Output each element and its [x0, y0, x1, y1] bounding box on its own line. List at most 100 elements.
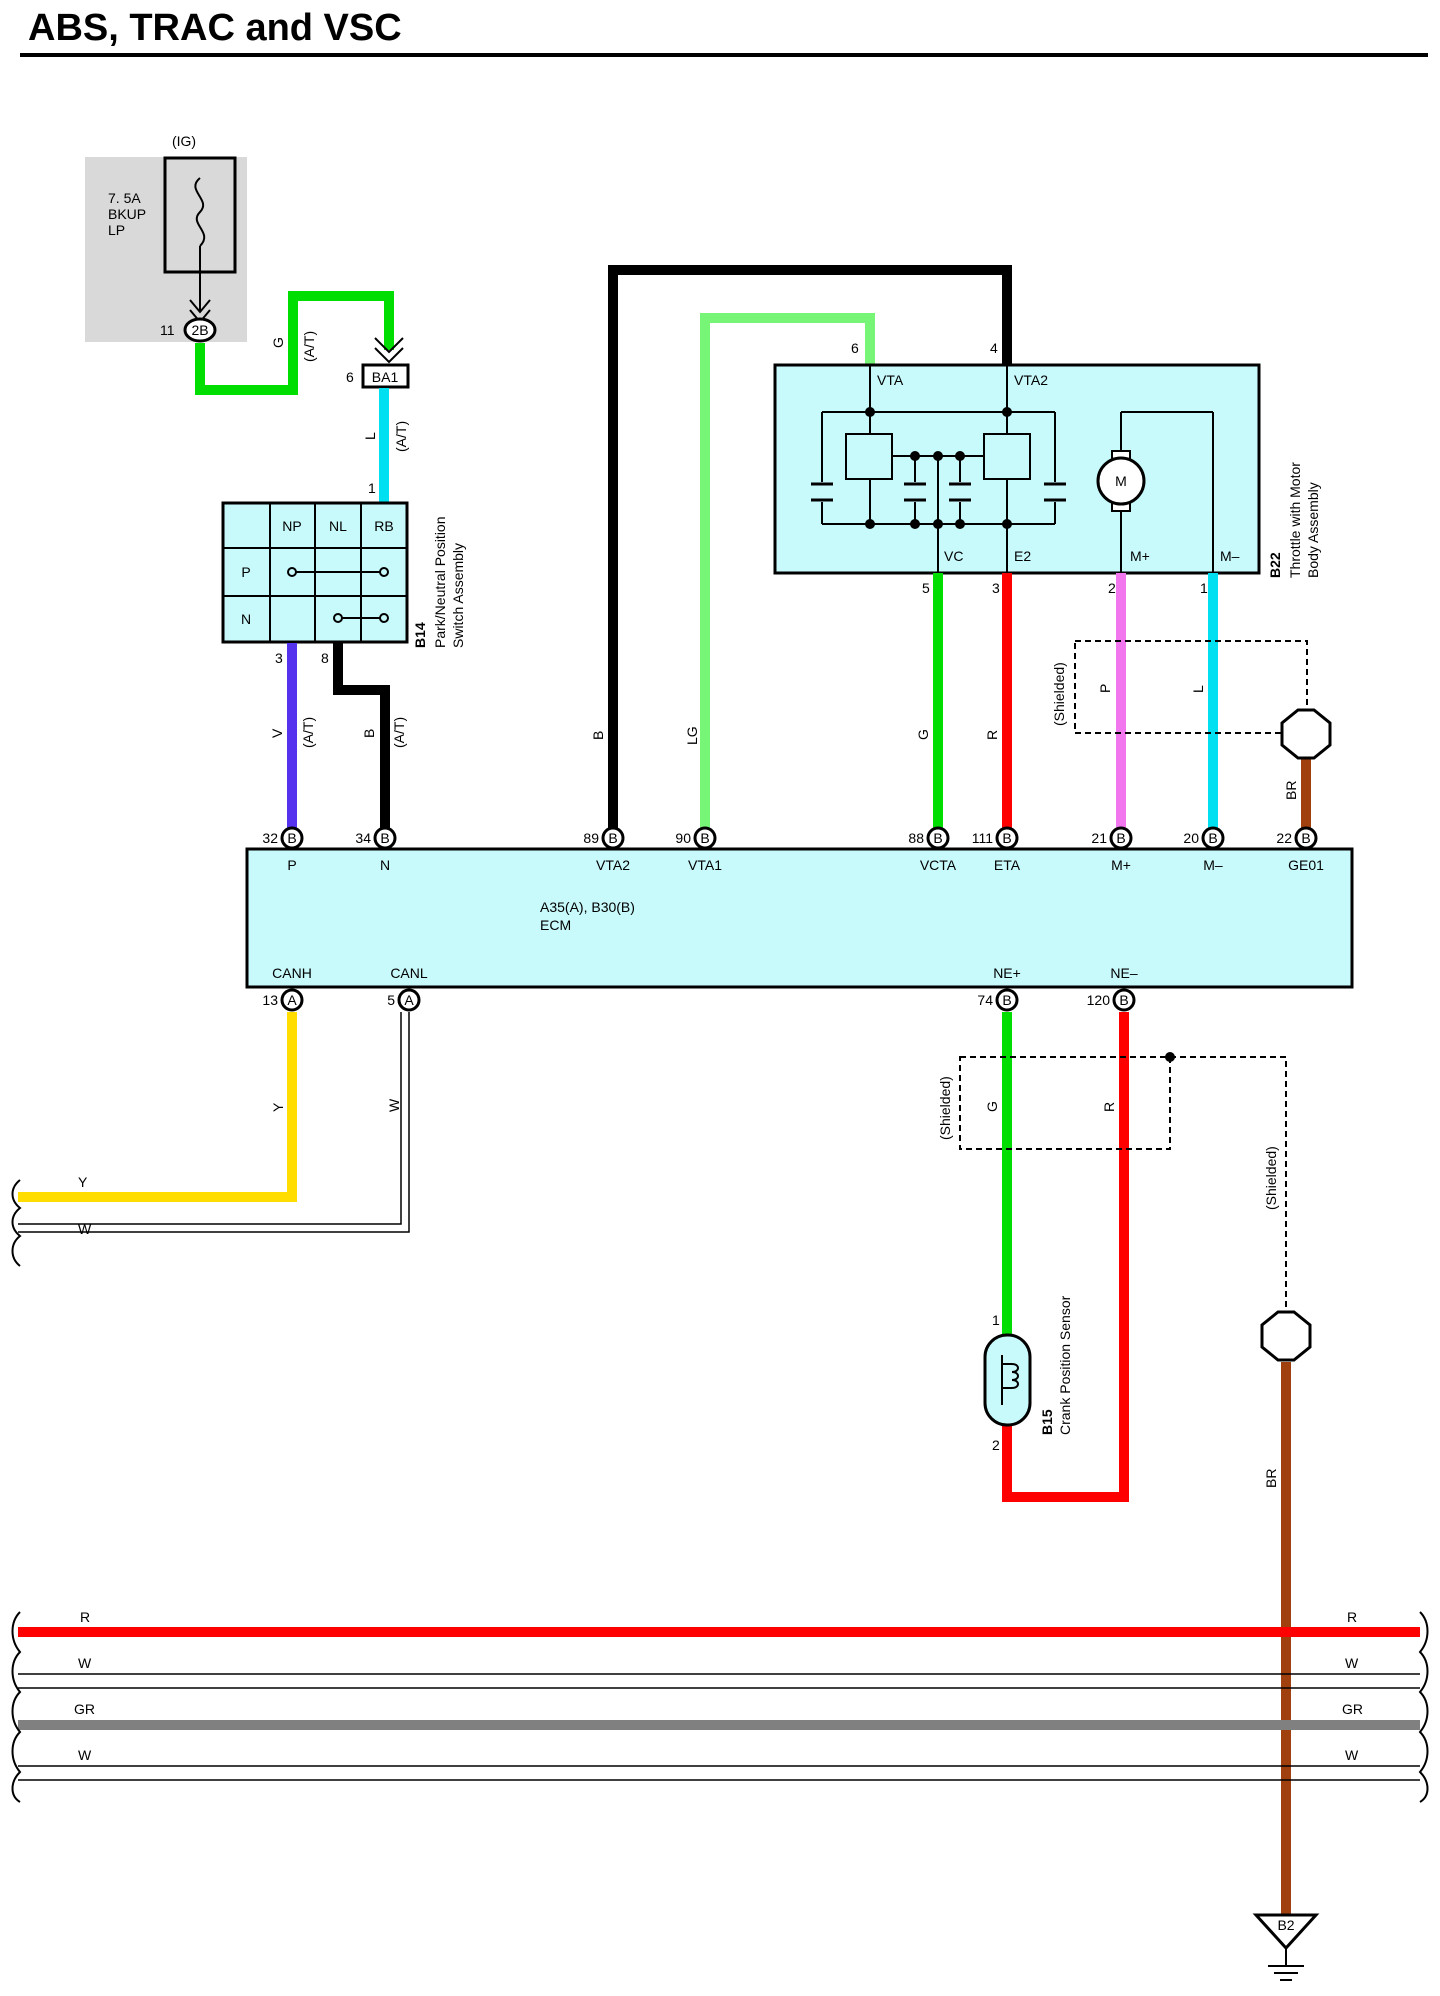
ecm-pin-number: 13 [262, 992, 278, 1008]
ecm-top-pin: B 32P [262, 826, 304, 873]
ecm-pin-connector: A [287, 992, 297, 1008]
ecm-pin-number: 32 [262, 830, 278, 846]
ecm-pin-number: 21 [1091, 830, 1107, 846]
wire-label-g-ne-plus: G [984, 1101, 1000, 1112]
switch-code: B14 [412, 622, 428, 648]
motor-shield-label: (Shielded) [1051, 662, 1067, 726]
junction-connector [361, 363, 410, 389]
junction-connector-id: BA1 [372, 369, 399, 385]
ecm-pin-connector: B [933, 830, 942, 846]
wire-label-g-vc: G [915, 729, 931, 740]
ecm-top-pins: B32PB34NB89VTA2B90VTA1B88VCTAB111ETAB21M… [262, 826, 1324, 873]
ecm-pin-connector: B [608, 830, 617, 846]
wire-break-mark-icon [11, 1179, 22, 1267]
ecm-pin-marker [995, 988, 1019, 1012]
throttle-position-sensor-circuit-icon [811, 365, 1066, 573]
wire-green-fuse-to-junction [195, 291, 394, 395]
ecm-pin-label: VTA2 [596, 857, 630, 873]
drain-shield-label: (Shielded) [1263, 1146, 1279, 1210]
throttle-pin-vc: 5 [922, 580, 930, 596]
crank-sensor-name: Crank Position Sensor [1057, 1295, 1073, 1435]
bus-label-w1-right: W [1345, 1655, 1359, 1671]
wire-label-at-b: (A/T) [391, 717, 407, 748]
junction-pin-number: 6 [346, 369, 354, 385]
switch-contact-p-icon [287, 567, 389, 577]
wire-label-v: V [269, 728, 285, 738]
ecm-pin-marker [1112, 988, 1136, 1012]
ecm-pin-number: 5 [387, 992, 395, 1008]
wire-black-vta2 [608, 265, 1012, 828]
ecm-pin-marker [1294, 826, 1318, 850]
wire-label-br-ge01: BR [1283, 781, 1299, 800]
ecm-pin-marker [995, 826, 1019, 850]
bus-label-w1-left: W [78, 1655, 92, 1671]
wire-light-green-vta [700, 313, 875, 828]
switch-column-np: NP [282, 518, 301, 534]
bus-label-gr-right: GR [1342, 1701, 1363, 1717]
shield-junction-dot [1165, 1052, 1175, 1062]
fuse-supply-label: (IG) [172, 133, 196, 149]
ground-connector-id: B2 [1277, 1917, 1294, 1933]
crank-pin-top: 1 [992, 1312, 1000, 1328]
ecm-pin-connector: B [1301, 830, 1310, 846]
switch-column-nl: NL [329, 518, 347, 534]
ecm-pin-label: N [380, 857, 390, 873]
motor-icon [1096, 456, 1146, 506]
ecm-pin-marker [280, 988, 304, 1012]
wire-label-w-vertical: W [386, 1098, 402, 1112]
ecm-pin-number: 20 [1183, 830, 1199, 846]
ecm-pin-label: M– [1203, 857, 1223, 873]
ecm-pin-marker [397, 988, 421, 1012]
shield-ground-octagon-icon-2 [1260, 1310, 1312, 1362]
throttle-terminal-m-plus: M+ [1130, 548, 1150, 564]
switch-name-line-2: Switch Assembly [450, 543, 466, 648]
wire-label-g-fuse: G [270, 337, 286, 348]
fuse-name-line-3: LP [108, 222, 125, 238]
junction-chevron-icon [374, 337, 404, 364]
ecm-pin-number: 34 [355, 830, 371, 846]
fuse-name-line-1: 7. 5A [108, 190, 141, 206]
throttle-body [773, 363, 1261, 575]
bus-label-r-right: R [1347, 1609, 1357, 1625]
ecm-connectors: A35(A), B30(B) [540, 899, 635, 915]
ecm-top-pin: B 20M– [1183, 826, 1225, 873]
throttle-terminal-e2: E2 [1014, 548, 1031, 564]
ecm-pin-number: 120 [1087, 992, 1111, 1008]
ecm-body [245, 847, 1354, 989]
ecm-pin-label: CANH [272, 965, 312, 981]
ecm-pin-connector: B [1002, 830, 1011, 846]
switch-pin-top: 1 [368, 480, 376, 496]
ecm-pin-marker [1201, 826, 1225, 850]
bus-break-mark-left-icon [11, 1611, 22, 1803]
ecm-pin-number: 89 [583, 830, 599, 846]
ecm-pin-marker [693, 826, 717, 850]
throttle-terminal-vta: VTA [877, 372, 904, 388]
ecm-pin-connector: A [404, 992, 414, 1008]
wire-label-r-e2: R [984, 730, 1000, 740]
wire-white-canl [18, 1012, 410, 1233]
ecm-pin-label: VTA1 [688, 857, 722, 873]
ecm-pin-connector: B [1119, 992, 1128, 1008]
switch-contact-n-icon [333, 613, 389, 623]
wire-label-p: P [1097, 684, 1113, 693]
wire-label-lg: LG [684, 726, 700, 745]
ecm-pin-label: P [287, 857, 296, 873]
ecm-pin-connector: B [1208, 830, 1217, 846]
ecm-pin-connector: B [287, 830, 296, 846]
throttle-name-line-1: Throttle with Motor [1287, 462, 1303, 578]
throttle-terminal-vc: VC [944, 548, 963, 564]
shield-drain-wire [1170, 1056, 1287, 1310]
ecm-pin-label: M+ [1111, 857, 1131, 873]
wire-black-switch-to-ecm [333, 643, 390, 828]
switch-pin-left: 3 [275, 650, 283, 666]
fuse-pin-number: 11 [160, 322, 175, 338]
throttle-code: B22 [1267, 552, 1283, 578]
ecm-pin-label: NE+ [993, 965, 1021, 981]
bus-break-mark-right-icon [1418, 1611, 1429, 1803]
